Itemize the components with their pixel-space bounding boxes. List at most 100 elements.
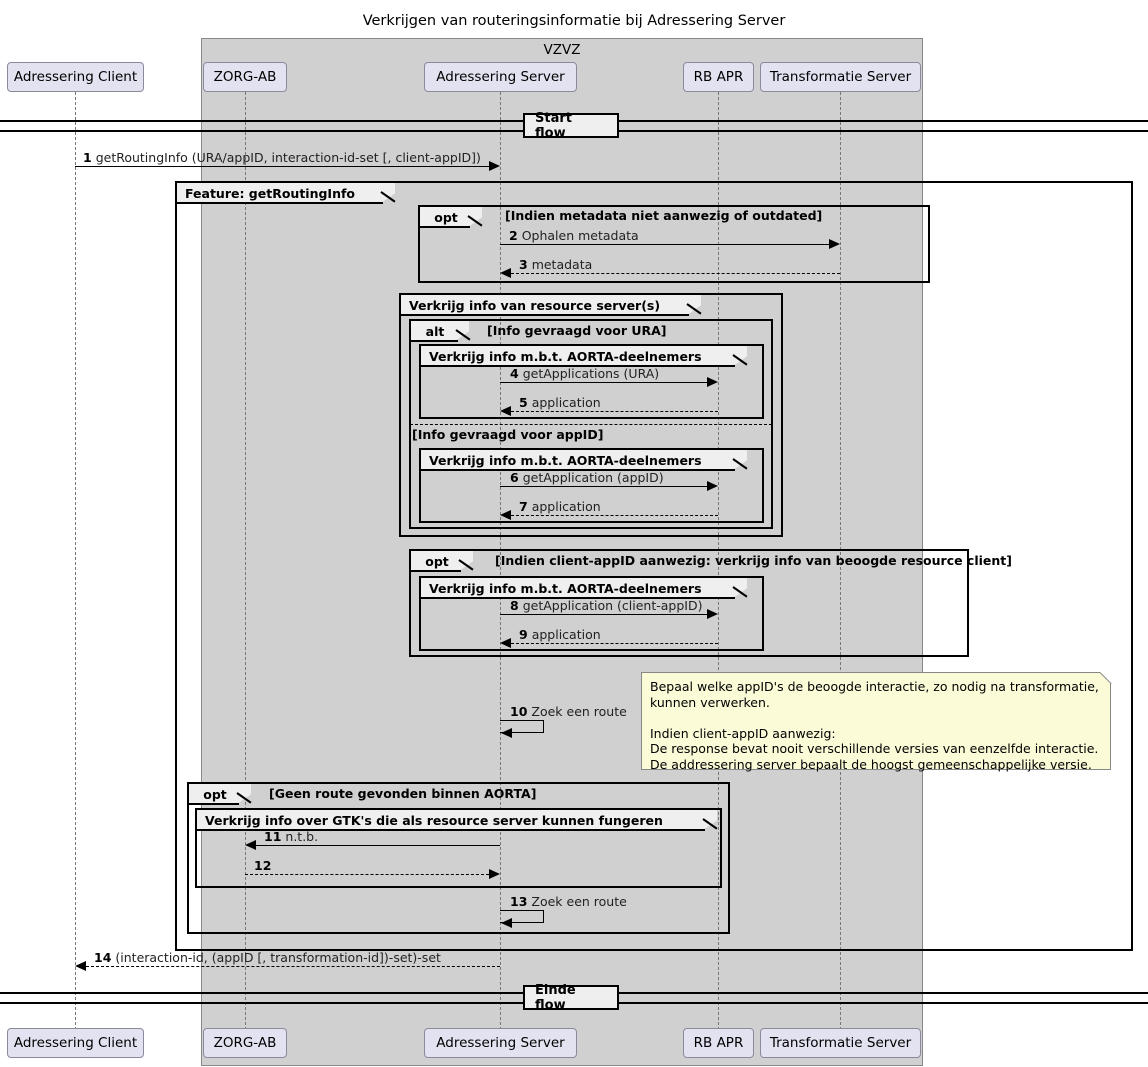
arrow-head-13	[501, 918, 512, 928]
participant-adressering-server-bottom[interactable]: Adressering Server	[424, 1028, 577, 1058]
message-number: 8	[510, 598, 519, 613]
message-label-3: 3 metadata	[519, 257, 592, 272]
arrow-head-4	[707, 377, 718, 387]
message-number: 10	[510, 704, 528, 719]
group-box-label: VZVZ	[543, 42, 581, 58]
message-label-2: 2 Ophalen metadata	[509, 228, 639, 243]
message-text: getApplication (appID)	[522, 470, 664, 485]
message-selfloop-10	[500, 720, 544, 733]
message-text: application	[531, 627, 601, 642]
message-text: getApplications (URA)	[522, 366, 660, 381]
fragment-opt-no-route	[187, 782, 730, 934]
message-number: 3	[519, 257, 528, 272]
fragment-label-text: Verkrijg info m.b.t. AORTA-deelnemers	[429, 452, 702, 468]
arrow-head-2	[829, 239, 840, 249]
message-text: Zoek een route	[531, 894, 627, 909]
participant-adressering-client-bottom[interactable]: Adressering Client	[7, 1028, 144, 1058]
fragment-label-aorta-2: Verkrijg info m.b.t. AORTA-deelnemers	[421, 450, 747, 470]
fragment-opt-client-appid	[409, 549, 969, 657]
participant-transformatie-server-bottom[interactable]: Transformatie Server	[760, 1028, 921, 1058]
message-label-7: 7 application	[519, 499, 601, 514]
message-selfloop-13	[500, 910, 544, 923]
message-label-14: 14 (interaction-id, (appID [, transforma…	[94, 950, 441, 965]
message-text: (interaction-id, (appID [, transformatio…	[115, 950, 441, 965]
message-text: metadata	[531, 257, 593, 272]
fragment-label-border-feature	[177, 202, 383, 204]
message-line-14	[86, 966, 500, 967]
fragment-opt-metadata	[418, 205, 930, 283]
note-fold-corner	[1100, 672, 1111, 683]
note-box: Bepaal welke appID's de beoogde interact…	[641, 672, 1111, 772]
fragment-label-border-aorta-1	[421, 365, 735, 367]
participant-adressering-client-top[interactable]: Adressering Client	[7, 62, 144, 92]
fragment-guard-opt-metadata: [Indien metadata niet aanwezig of outdat…	[505, 208, 823, 223]
arrow-head-1	[489, 161, 500, 171]
message-line-8	[500, 614, 707, 615]
fragment-label-alt: alt	[411, 321, 469, 341]
fragment-feature-getroutinginfo	[175, 181, 1133, 951]
fragment-label-border-alt	[411, 340, 458, 342]
fragment-label-text: alt	[425, 323, 445, 339]
arrow-head-12	[489, 869, 500, 879]
participant-rb-apr-top[interactable]: RB APR	[683, 62, 754, 92]
message-text: getRoutingInfo (URA/appID, interaction-i…	[95, 150, 481, 165]
fragment-label-border-group-resource	[401, 314, 689, 316]
fragment-label-text: opt	[425, 553, 449, 569]
participant-rb-apr-bottom[interactable]: RB APR	[683, 1028, 754, 1058]
fragment-label-text: opt	[434, 209, 458, 225]
fragment-group-aorta-3	[419, 576, 764, 651]
fragment-label-border-opt-metadata	[420, 226, 470, 228]
message-label-6: 6 getApplication (appID)	[510, 470, 664, 485]
message-number: 2	[509, 228, 518, 243]
fragment-label-border-opt-route	[189, 803, 239, 805]
message-label-12: 12	[254, 858, 271, 873]
lifeline-zorg-ab	[245, 92, 246, 1030]
message-number: 1	[83, 150, 92, 165]
message-line-5	[511, 411, 718, 412]
message-label-8: 8 getApplication (client-appID)	[510, 598, 702, 613]
fragment-group-resource-servers	[399, 293, 783, 537]
message-label-10: 10 Zoek een route	[510, 704, 627, 719]
participant-zorg-ab-bottom[interactable]: ZORG-AB	[203, 1028, 287, 1058]
fragment-label-gtk: Verkrijg info over GTK's die als resourc…	[197, 810, 717, 830]
fragment-label-opt-client: opt	[411, 551, 473, 571]
fragment-label-border-aorta-3	[421, 597, 735, 599]
message-number: 6	[510, 470, 519, 485]
message-text: getApplication (client-appID)	[522, 598, 703, 613]
lifeline-transformatie-server	[840, 92, 841, 1030]
fragment-label-text: Feature: getRoutingInfo	[185, 185, 356, 201]
divider-start-flow: Start flow	[523, 111, 619, 141]
fragment-guard-opt-route: [Geen route gevonden binnen AORTA]	[269, 786, 537, 801]
message-line-3	[511, 273, 840, 274]
message-number: 4	[510, 366, 519, 381]
fragment-label-border-opt-client	[411, 570, 461, 572]
fragment-guard-alt-ura: [Info gevraagd voor URA]	[487, 323, 667, 338]
message-label-4: 4 getApplications (URA)	[510, 366, 659, 381]
arrow-head-9	[500, 638, 511, 648]
message-line-11	[256, 845, 500, 846]
participant-transformatie-server-top[interactable]: Transformatie Server	[760, 62, 921, 92]
arrow-head-8	[707, 609, 718, 619]
fragment-label-opt-metadata: opt	[420, 207, 482, 227]
fragment-label-text: opt	[203, 786, 227, 802]
arrow-head-11	[245, 840, 256, 850]
fragment-label-opt-route: opt	[189, 784, 251, 804]
message-text: Zoek een route	[531, 704, 627, 719]
message-line-9	[511, 643, 718, 644]
fragment-label-border-gtk	[197, 829, 705, 831]
fragment-guard-alt-appid: [Info gevraagd voor appID]	[412, 427, 604, 442]
fragment-label-text: Verkrijg info van resource server(s)	[409, 297, 661, 313]
fragment-label-border-aorta-2	[421, 469, 735, 471]
message-label-11: 11 n.t.b.	[264, 829, 318, 844]
lifeline-adressering-client	[75, 92, 76, 1030]
message-number: 9	[519, 627, 528, 642]
message-text: application	[531, 499, 601, 514]
fragment-alt-else-divider	[410, 424, 772, 425]
participant-adressering-server-top[interactable]: Adressering Server	[424, 62, 577, 92]
message-label-5: 5 application	[519, 395, 601, 410]
participant-zorg-ab-top[interactable]: ZORG-AB	[203, 62, 287, 92]
message-line-7	[511, 515, 718, 516]
arrow-head-5	[500, 406, 511, 416]
message-line-2	[500, 244, 829, 245]
